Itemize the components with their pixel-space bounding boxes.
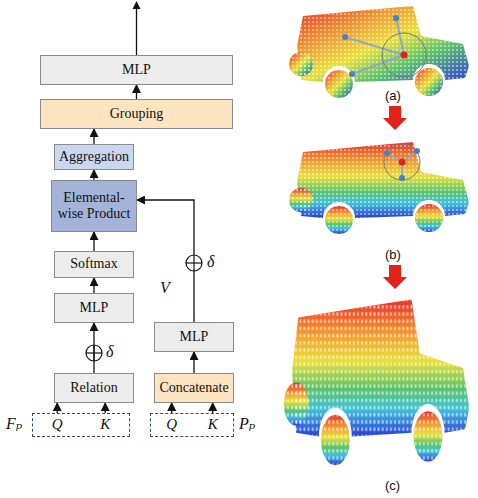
connector [93, 170, 94, 180]
node-text: K [100, 416, 110, 433]
grouping-box: Grouping [40, 99, 233, 129]
connector [193, 352, 194, 373]
use-shape [289, 6, 469, 98]
line-shape [193, 255, 194, 271]
node-text: MLP [122, 62, 151, 78]
connector [93, 129, 94, 144]
sum-symbol [186, 255, 202, 271]
use-shape [284, 300, 469, 466]
circle-shape [384, 150, 390, 156]
node-text: Q [52, 416, 63, 433]
connector [136, 85, 137, 99]
input-box: QK [150, 413, 234, 437]
node-text: Elemental-wise Product [52, 190, 136, 222]
input-name: Fₚ [6, 414, 22, 433]
delta-label: δ [106, 343, 113, 361]
circle-shape [414, 148, 420, 154]
circle-shape [349, 71, 355, 77]
concatenate-box: Concatenate [154, 373, 234, 403]
panel-label: (b) [385, 247, 401, 262]
circle-shape [399, 175, 405, 181]
connector [93, 232, 94, 251]
line-shape [396, 18, 404, 55]
circle-shape [342, 34, 348, 40]
use-shape [289, 6, 469, 98]
connector [57, 403, 58, 413]
g-shape [345, 18, 404, 74]
circle-shape [186, 255, 202, 271]
node-text: Q [166, 416, 177, 433]
node-text: Softmax [70, 256, 117, 272]
connector [137, 200, 194, 322]
node-text: Grouping [110, 106, 164, 122]
g-shape [289, 6, 469, 98]
connector [212, 403, 213, 413]
node-text: MLP [180, 329, 209, 345]
mlp-box: MLP [54, 293, 134, 323]
softmax-box: Softmax [54, 251, 134, 278]
product-box: Elemental-wise Product [51, 180, 137, 232]
node-text: Relation [70, 380, 117, 396]
circle-shape [401, 52, 408, 59]
node-text: Concatenate [159, 380, 228, 396]
panel-label: (a) [385, 88, 401, 103]
polygon-shape [383, 265, 407, 289]
aggregation-box: Aggregation [54, 144, 134, 170]
polygon-shape [133, 1, 141, 9]
panel-label: (c) [385, 478, 400, 493]
mlp-box: MLP [154, 322, 234, 352]
node-text: Aggregation [59, 149, 129, 165]
circle-shape [384, 144, 420, 180]
line-shape [352, 55, 404, 74]
delta-label: δ [207, 253, 214, 271]
g-shape [289, 142, 469, 234]
circle-shape [399, 159, 406, 166]
use-shape [284, 300, 469, 466]
g-shape [284, 300, 469, 466]
node-text: MLP [80, 300, 109, 316]
input-box: QK [32, 413, 130, 437]
mlp-box: MLP [40, 55, 233, 85]
connector [171, 403, 172, 413]
line-shape [136, 8, 137, 55]
circle-shape [393, 15, 399, 21]
use-shape [289, 142, 469, 234]
connector [93, 278, 94, 293]
line-shape [345, 37, 404, 55]
polygon-shape [383, 106, 407, 130]
g-shape [387, 151, 417, 178]
connector [93, 323, 94, 373]
relation-box: Relation [54, 373, 134, 403]
input-name: Pₚ [239, 414, 255, 433]
use-shape [289, 142, 469, 234]
circle-shape [382, 33, 426, 77]
connector [105, 403, 106, 413]
node-text: K [208, 416, 218, 433]
value-label: V [160, 279, 170, 297]
